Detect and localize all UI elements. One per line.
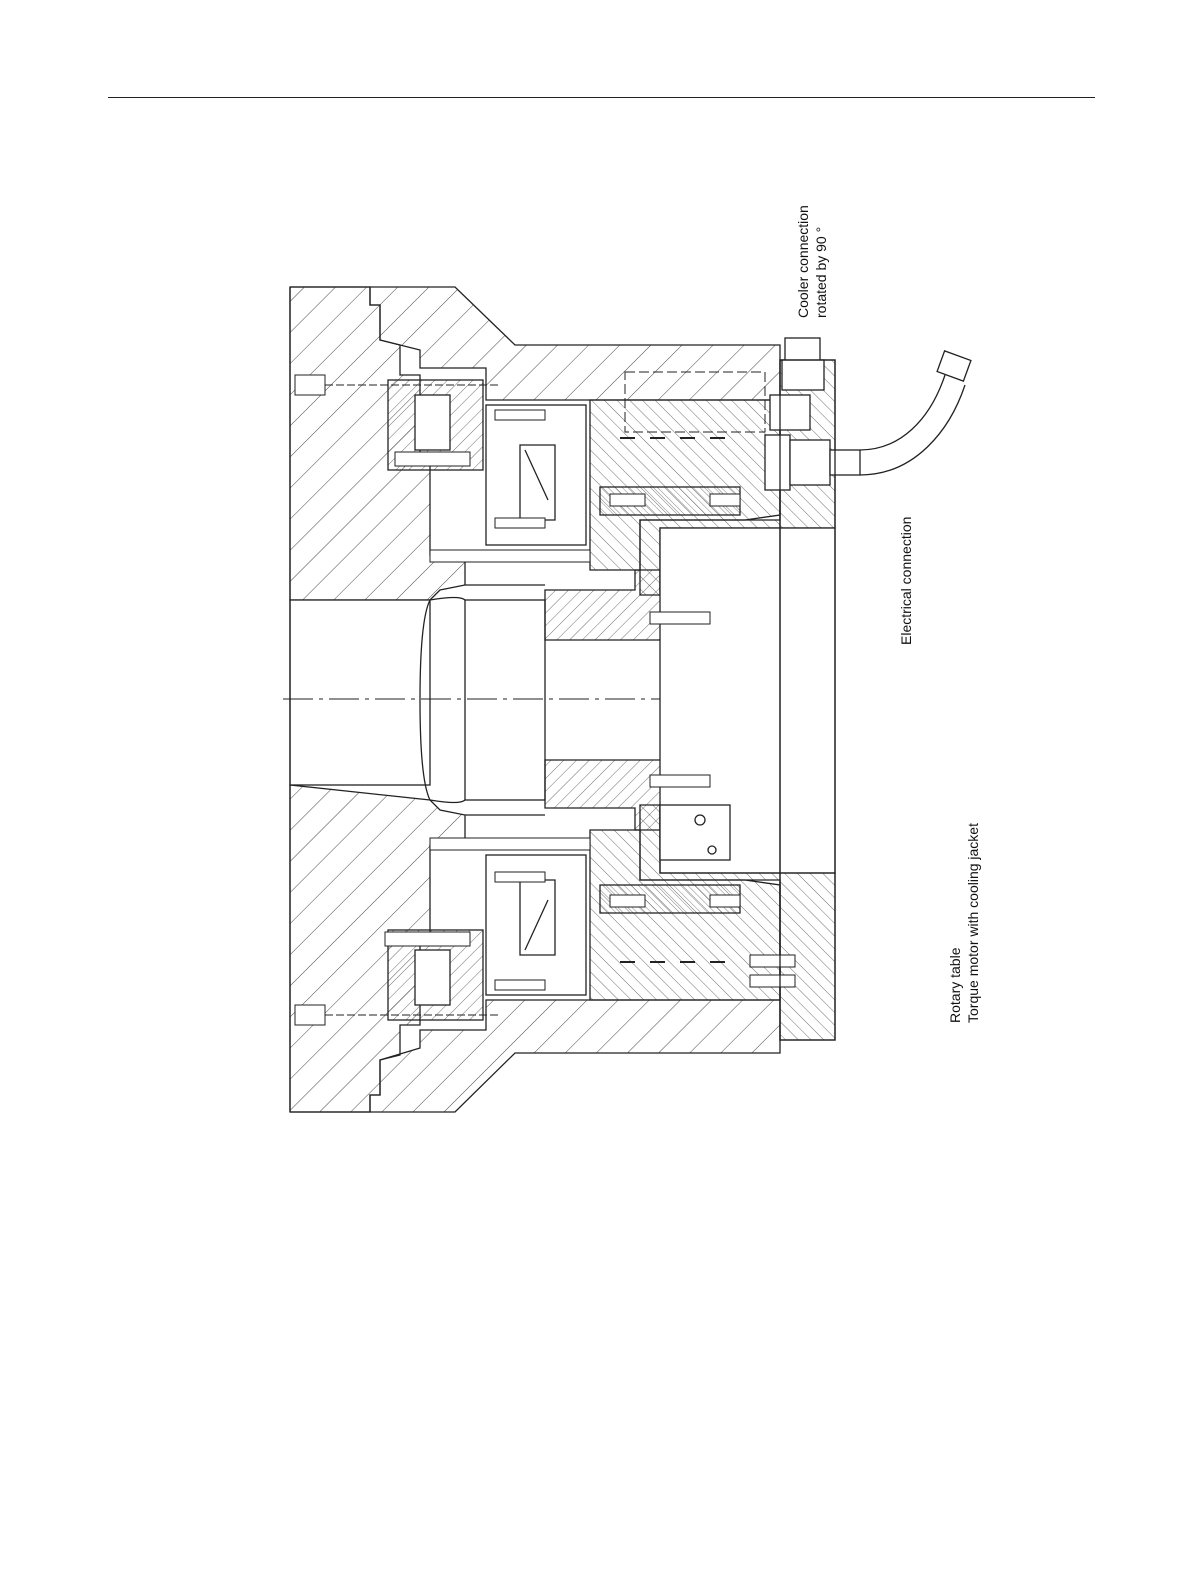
limit-switch	[660, 805, 730, 860]
caption-line1: Rotary table	[946, 823, 964, 1023]
central-bore	[290, 600, 430, 785]
electrical-connection-label: Electrical connection	[897, 517, 915, 645]
cooler-connection-label: Cooler connection rotated by 90 °	[794, 205, 830, 318]
electrical-label-text: Electrical connection	[897, 517, 915, 645]
caption-line2: Torque motor with cooling jacket	[964, 823, 982, 1023]
figure-caption: Rotary table Torque motor with cooling j…	[946, 823, 982, 1023]
cooler-label-line2: rotated by 90 °	[812, 205, 830, 318]
cooler-label-line1: Cooler connection	[794, 205, 812, 318]
